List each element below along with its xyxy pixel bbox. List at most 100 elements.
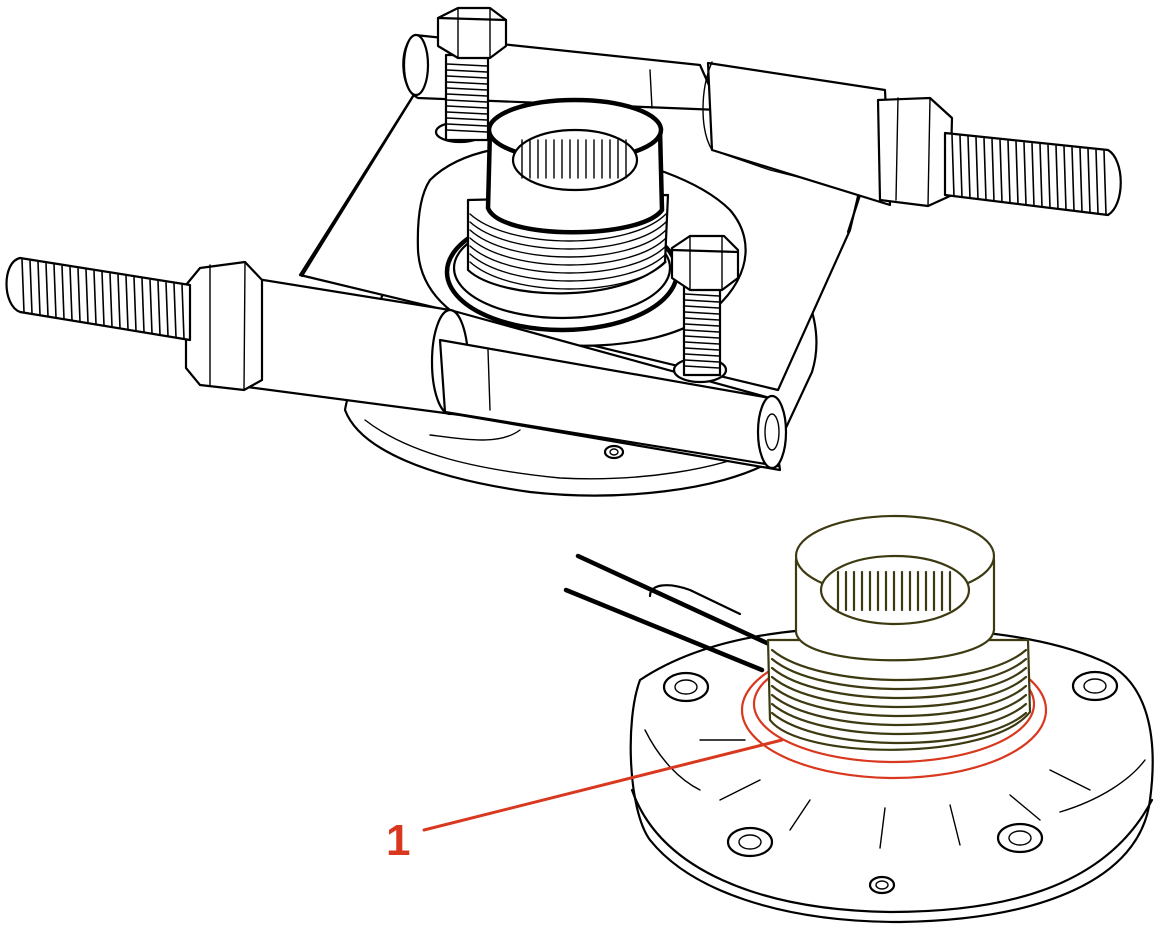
left-nut: [184, 260, 264, 392]
thread-line: [117, 274, 121, 329]
puller-front-bar: [230, 273, 788, 472]
thread-line: [93, 270, 97, 325]
bolt-hole: [996, 822, 1044, 854]
thread-line: [1079, 148, 1083, 212]
thread-line: [684, 359, 720, 363]
thread-line: [61, 265, 65, 319]
thread-line: [770, 711, 1028, 744]
thread-line: [446, 105, 488, 109]
thread-line: [149, 279, 153, 334]
thread-line: [21, 259, 25, 313]
thread-line: [85, 269, 89, 323]
thread-line: [770, 675, 1028, 708]
thread-line: [101, 271, 105, 326]
thread-line: [53, 264, 57, 318]
bolt-hole: [868, 875, 896, 895]
thread-line: [446, 81, 488, 85]
thread-line: [1023, 142, 1027, 206]
callout-1: 1: [386, 738, 784, 865]
thread-line: [1039, 143, 1043, 208]
thread-line: [1047, 144, 1051, 209]
thread-line: [173, 283, 177, 338]
thread-line: [469, 261, 667, 290]
thread-line: [1063, 146, 1067, 210]
callout-label: 1: [386, 816, 410, 865]
right-nut: [876, 96, 954, 208]
thread-line: [1095, 149, 1099, 214]
thread-line: [446, 111, 488, 115]
thread-line: [446, 93, 488, 97]
thread-line: [1103, 150, 1107, 215]
thread-line: [141, 278, 145, 333]
thread-line: [446, 117, 488, 121]
thread-line: [684, 311, 720, 315]
thread-line: [157, 280, 161, 335]
bolt-hole: [662, 671, 710, 703]
thread-line: [983, 138, 987, 201]
pry-tool: [563, 553, 785, 673]
thread-line: [1087, 148, 1091, 213]
thread-line: [684, 323, 720, 327]
lower-bearing-cup: [766, 514, 1032, 751]
lower-assembly: 1: [386, 514, 1154, 924]
thread-line: [684, 317, 720, 321]
thread-line: [469, 245, 667, 274]
thread-line: [1031, 143, 1035, 207]
bolt-hole: [1071, 670, 1119, 702]
thread-line: [770, 693, 1028, 726]
thread-line: [133, 277, 137, 331]
thread-line: [446, 123, 488, 127]
thread-line: [684, 305, 720, 309]
thread-line: [684, 293, 720, 297]
thread-line: [684, 347, 720, 351]
thread-line: [770, 684, 1028, 717]
thread-line: [991, 138, 995, 202]
thread-line: [165, 282, 169, 337]
upper-assembly: [5, 6, 1122, 497]
thread-line: [469, 213, 667, 242]
thread-line: [770, 648, 1028, 681]
bolt-hole: [726, 826, 774, 858]
thread-line: [684, 299, 720, 303]
thread-line: [967, 136, 971, 199]
thread-line: [109, 273, 113, 327]
thread-line: [999, 139, 1003, 203]
thread-line: [770, 657, 1028, 690]
thread-line: [684, 335, 720, 339]
left-threaded-rod: [5, 256, 192, 342]
thread-line: [37, 261, 41, 315]
right-threaded-rod: [943, 131, 1122, 217]
thread-line: [684, 353, 720, 357]
thread-line: [975, 137, 979, 200]
thread-line: [69, 266, 73, 321]
thread-line: [770, 666, 1028, 699]
lower-bolt: [670, 234, 740, 384]
thread-line: [181, 284, 185, 339]
thread-line: [29, 260, 33, 314]
thread-line: [446, 99, 488, 103]
thread-line: [469, 221, 667, 250]
thread-line: [469, 253, 667, 282]
upper-bearing-cup: [444, 97, 680, 333]
thread-line: [469, 229, 667, 258]
thread-line: [446, 87, 488, 91]
thread-line: [45, 263, 49, 317]
thread-line: [446, 69, 488, 73]
thread-line: [446, 75, 488, 79]
thread-line: [951, 134, 955, 197]
thread-line: [684, 365, 720, 369]
thread-line: [1007, 140, 1011, 204]
thread-line: [446, 63, 488, 67]
callout-leader-line: [422, 738, 784, 832]
upper-bolt: [434, 6, 508, 144]
thread-line: [684, 329, 720, 333]
thread-line: [1015, 141, 1019, 205]
thread-line: [77, 268, 81, 322]
thread-line: [469, 237, 667, 266]
thread-line: [1071, 147, 1075, 211]
thread-line: [770, 702, 1028, 735]
thread-line: [959, 135, 963, 198]
thread-line: [684, 341, 720, 345]
